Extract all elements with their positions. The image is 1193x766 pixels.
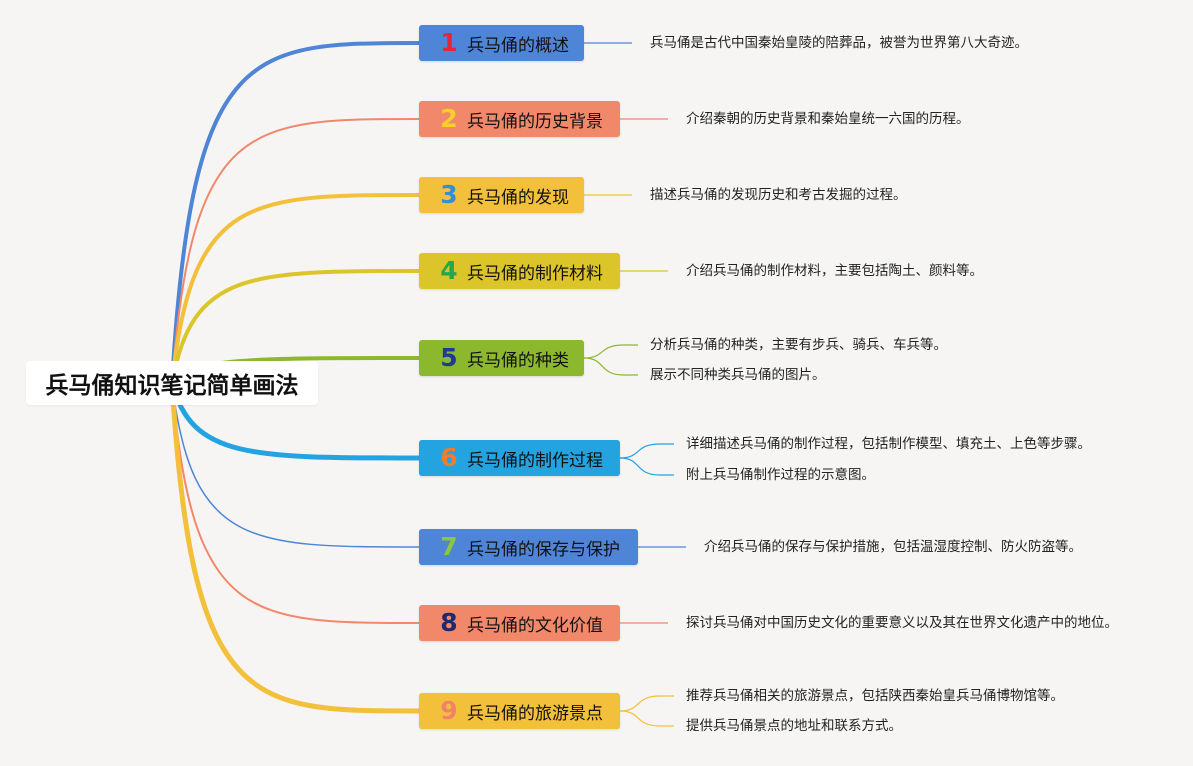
leaf-note-2-1[interactable]: 介绍秦朝的历史背景和秦始皇统一六国的历程。 <box>686 111 970 127</box>
root-topic[interactable]: 兵马俑知识笔记简单画法 <box>26 361 318 405</box>
branch-label: 兵马俑的概述 <box>467 35 569 56</box>
branch-label: 兵马俑的文化价值 <box>467 615 603 636</box>
branch-number: 2 <box>440 104 458 133</box>
branch-label: 兵马俑的旅游景点 <box>467 703 603 724</box>
leaf-connector-9-2 <box>619 710 674 727</box>
branch-topic-2[interactable]: 2 兵马俑的历史背景 <box>419 101 620 137</box>
branch-connector-1 <box>170 41 421 385</box>
branch-connector-4 <box>170 269 421 385</box>
leaf-note-4-1[interactable]: 介绍兵马俑的制作材料，主要包括陶土、颜料等。 <box>686 263 983 279</box>
branch-label: 兵马俑的制作材料 <box>467 263 603 284</box>
leaf-connector-6-1 <box>619 443 674 459</box>
leaf-note-7-1[interactable]: 介绍兵马俑的保存与保护措施，包括温湿度控制、防火防盗等。 <box>704 539 1082 555</box>
leaf-note-6-1[interactable]: 详细描述兵马俑的制作过程，包括制作模型、填充土、上色等步骤。 <box>686 436 1091 452</box>
branch-connector-2 <box>171 118 420 384</box>
branch-number: 9 <box>440 696 458 725</box>
branch-label: 兵马俑的发现 <box>467 187 569 208</box>
branch-number: 5 <box>440 343 458 372</box>
branch-connector-9 <box>169 380 422 714</box>
branch-topic-8[interactable]: 8 兵马俑的文化价值 <box>419 605 620 641</box>
root-title: 兵马俑知识笔记简单画法 <box>45 373 299 399</box>
branch-number: 1 <box>440 28 458 57</box>
leaf-connector-5-2 <box>583 357 638 376</box>
leaf-connector-5-1 <box>583 344 638 359</box>
branch-label: 兵马俑的历史背景 <box>467 111 603 132</box>
branch-label: 兵马俑的制作过程 <box>467 450 603 471</box>
leaf-note-9-1[interactable]: 推荐兵马俑相关的旅游景点，包括陕西秦始皇兵马俑博物馆等。 <box>686 688 1064 704</box>
leaf-note-5-1[interactable]: 分析兵马俑的种类，主要有步兵、骑兵、车兵等。 <box>650 337 947 353</box>
branch-topic-6[interactable]: 6 兵马俑的制作过程 <box>419 440 620 476</box>
branch-topic-5[interactable]: 5 兵马俑的种类 <box>419 340 584 376</box>
branch-number: 3 <box>440 180 458 209</box>
leaf-note-6-2[interactable]: 附上兵马俑制作过程的示意图。 <box>686 467 875 483</box>
branch-number: 8 <box>440 608 458 637</box>
branch-connector-8 <box>171 382 420 624</box>
branch-connector-7 <box>171 382 420 548</box>
branch-connector-3 <box>170 193 421 385</box>
branch-topic-1[interactable]: 1 兵马俑的概述 <box>419 25 584 61</box>
branch-topic-7[interactable]: 7 兵马俑的保存与保护 <box>419 529 638 565</box>
branch-number: 6 <box>440 443 458 472</box>
leaf-connector-6-2 <box>619 457 674 476</box>
leaf-note-3-1[interactable]: 描述兵马俑的发现历史和考古发掘的过程。 <box>650 187 907 203</box>
branch-topic-9[interactable]: 9 兵马俑的旅游景点 <box>419 693 620 729</box>
leaf-note-1-1[interactable]: 兵马俑是古代中国秦始皇陵的陪葬品，被誉为世界第八大奇迹。 <box>650 35 1028 51</box>
leaf-note-5-2[interactable]: 展示不同种类兵马俑的图片。 <box>650 367 826 383</box>
branch-label: 兵马俑的种类 <box>467 350 569 371</box>
leaf-note-9-2[interactable]: 提供兵马俑景点的地址和联系方式。 <box>686 718 902 734</box>
leaf-connector-9-1 <box>619 695 674 712</box>
branch-label: 兵马俑的保存与保护 <box>467 539 620 560</box>
leaf-note-8-1[interactable]: 探讨兵马俑对中国历史文化的重要意义以及其在世界文化遗产中的地位。 <box>686 615 1118 631</box>
branch-number: 4 <box>440 256 458 285</box>
branch-connector-6 <box>169 380 422 461</box>
branch-topic-3[interactable]: 3 兵马俑的发现 <box>419 177 584 213</box>
branch-topic-4[interactable]: 4 兵马俑的制作材料 <box>419 253 620 289</box>
branch-number: 7 <box>440 532 458 561</box>
